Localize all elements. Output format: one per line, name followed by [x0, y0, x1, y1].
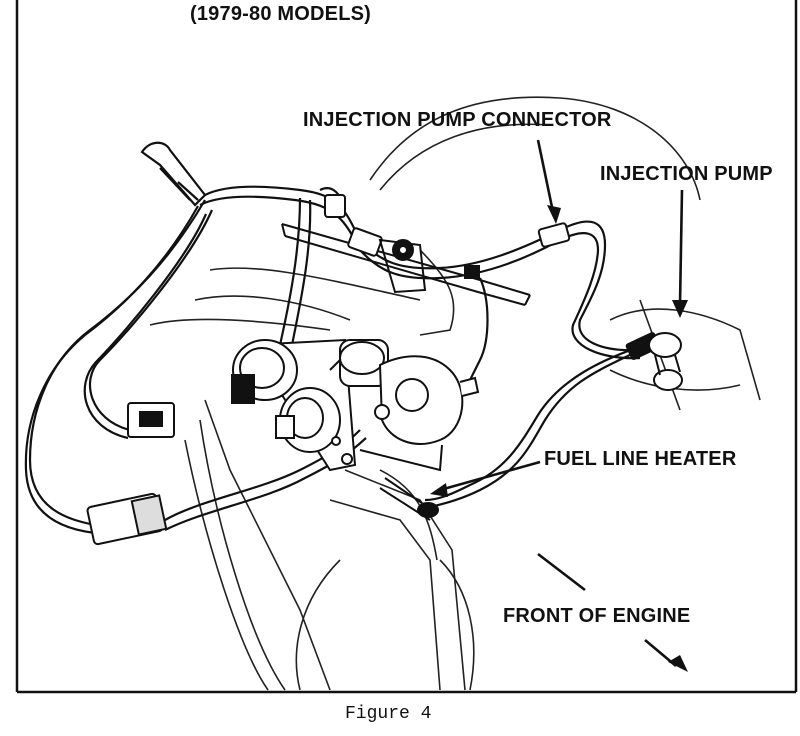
figure-caption: Figure 4 — [345, 704, 432, 724]
leader-arrows — [439, 139, 684, 667]
arrow-injection-pump — [678, 189, 684, 306]
label-injection-pump: INJECTION PUMP — [600, 163, 773, 185]
arrow-injection-pump-connector — [536, 139, 555, 213]
label-injection-pump-connector: INJECTION PUMP CONNECTOR — [303, 109, 612, 131]
label-front-of-engine: FRONT OF ENGINE — [503, 605, 691, 627]
fuel-rail — [281, 223, 531, 306]
fuel-line-heater-element — [379, 477, 439, 521]
arrow-front-of-engine — [537, 552, 586, 592]
connectors — [86, 194, 661, 546]
arrow-heads — [430, 205, 688, 672]
injection-pump-fitting — [648, 332, 683, 391]
figure-border — [15, 0, 798, 694]
relays — [231, 238, 480, 472]
label-fuel-line-heater: FUEL LINE HEATER — [544, 448, 737, 470]
diagram-title: (1979-80 MODELS) — [190, 3, 372, 25]
arrow-fuel-line-heater — [439, 460, 541, 492]
injection-pump-connector — [537, 222, 571, 248]
